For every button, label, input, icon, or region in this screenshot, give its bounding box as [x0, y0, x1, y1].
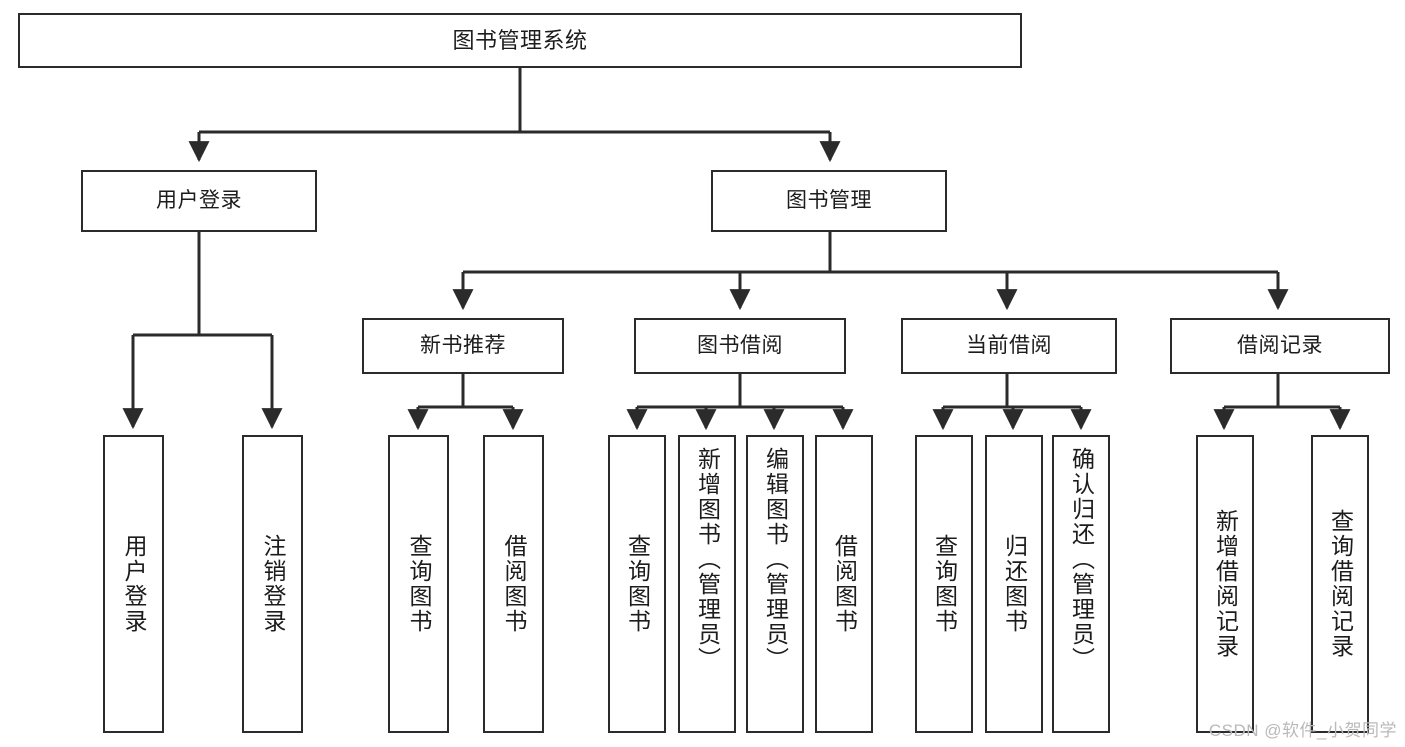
- node-label: 查询图书: [406, 534, 432, 634]
- watermark: CSDN @软件_小贺同学: [1208, 721, 1397, 740]
- node-user-login[interactable]: 用户登录: [81, 170, 317, 232]
- node-new-book-recommend[interactable]: 新书推荐: [362, 318, 564, 374]
- node-label: 借阅图书: [831, 534, 858, 634]
- node-label: 用户登录: [121, 534, 147, 634]
- node-label: 图书借阅: [697, 333, 783, 357]
- node-label: 当前借阅: [966, 333, 1052, 357]
- leaf-add-book-admin[interactable]: 新增图书（管理员）: [678, 435, 736, 733]
- node-label: 新增图书（管理员）: [694, 447, 721, 672]
- node-current-borrow[interactable]: 当前借阅: [901, 318, 1117, 374]
- node-label: 编辑图书（管理员）: [762, 447, 789, 672]
- leaf-query-borrow-record[interactable]: 查询借阅记录: [1311, 435, 1369, 733]
- node-label: 确认归还（管理员）: [1068, 447, 1095, 672]
- node-book-borrow[interactable]: 图书借阅: [634, 318, 846, 374]
- node-label: 借阅记录: [1237, 333, 1323, 357]
- leaf-borrow-book-borrow[interactable]: 借阅图书: [815, 435, 873, 733]
- node-book-management-system[interactable]: 图书管理系统: [18, 13, 1022, 68]
- node-label: 新书推荐: [420, 333, 506, 357]
- leaf-add-borrow-record[interactable]: 新增借阅记录: [1196, 435, 1254, 733]
- leaf-user-logout[interactable]: 注销登录: [242, 435, 303, 733]
- node-label: 查询借阅记录: [1327, 509, 1354, 659]
- leaf-borrow-book-recommend[interactable]: 借阅图书: [483, 435, 544, 733]
- node-label: 查询图书: [624, 534, 651, 634]
- node-label: 查询图书: [931, 534, 958, 634]
- leaf-query-book-borrow[interactable]: 查询图书: [608, 435, 666, 733]
- node-label: 用户登录: [156, 188, 242, 212]
- node-label: 新增借阅记录: [1212, 509, 1239, 659]
- node-label: 借阅图书: [501, 534, 527, 634]
- leaf-query-book-current[interactable]: 查询图书: [915, 435, 973, 733]
- node-label: 图书管理系统: [452, 27, 588, 53]
- node-label: 归还图书: [1001, 534, 1028, 634]
- leaf-return-book[interactable]: 归还图书: [985, 435, 1043, 733]
- node-book-manage[interactable]: 图书管理: [711, 170, 947, 232]
- leaf-query-book-recommend[interactable]: 查询图书: [388, 435, 449, 733]
- node-borrow-record[interactable]: 借阅记录: [1170, 318, 1390, 374]
- leaf-edit-book-admin[interactable]: 编辑图书（管理员）: [746, 435, 804, 733]
- node-label: 图书管理: [786, 188, 872, 212]
- leaf-confirm-return-admin[interactable]: 确认归还（管理员）: [1052, 435, 1110, 733]
- node-label: 注销登录: [260, 534, 286, 634]
- leaf-user-login[interactable]: 用户登录: [103, 435, 164, 733]
